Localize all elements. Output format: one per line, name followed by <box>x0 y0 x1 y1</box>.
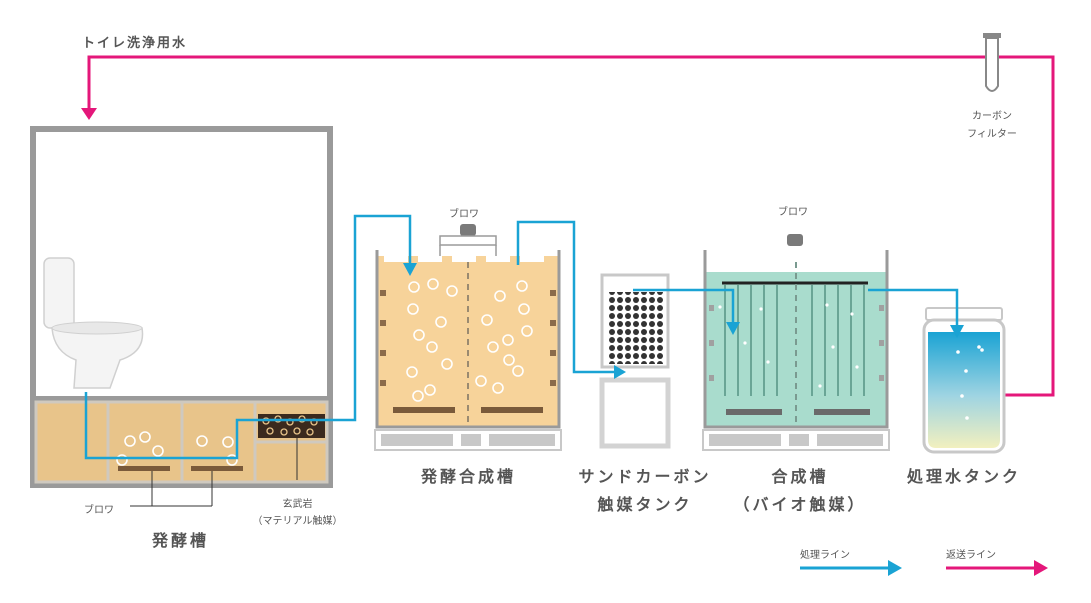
legend-return-label: 返送ライン <box>946 550 996 561</box>
carbon-filter-label-line1: カーボン <box>972 111 1012 122</box>
process-sparkles <box>718 303 984 420</box>
flush-water-label: トイレ洗浄用水 <box>82 36 188 51</box>
treated-water-tank <box>922 307 1006 454</box>
process-line-arrowheads <box>403 263 964 379</box>
fermentation-synthesis-tank <box>374 250 562 451</box>
legend <box>800 560 1048 576</box>
blower-2-label: ブロワ <box>778 207 808 218</box>
synthesis-label-line1: 合成槽 <box>771 467 829 486</box>
blower-leader-lines <box>130 471 213 507</box>
carbon-filter-label: カーボン フィルター <box>952 107 1032 140</box>
basalt-label-line2: （マテリアル触媒） <box>252 516 343 527</box>
fermentation-tank-bubbles <box>116 431 238 466</box>
carbon-filter-label-line2: フィルター <box>967 129 1017 140</box>
return-line <box>87 55 1055 397</box>
basalt-label: 玄武岩 （マテリアル触媒） <box>240 495 355 527</box>
synthesis-tank <box>702 250 890 451</box>
process-line <box>84 214 959 460</box>
treated-water-tank-label: 処理水タンク <box>907 467 1022 486</box>
blower-1-icon <box>439 224 497 256</box>
fermentation-tank-label: 発酵槽 <box>152 531 210 550</box>
return-line-arrowhead <box>81 108 97 120</box>
blower-bottom-label: ブロワ <box>84 505 114 516</box>
sand-carbon-label-line2: 触媒タンク <box>597 495 693 514</box>
blower-2-icon <box>787 234 803 246</box>
sand-carbon-tank <box>599 273 671 449</box>
sand-carbon-tank-label: サンドカーボン 触媒タンク <box>570 463 720 515</box>
toilet-icon <box>43 257 144 389</box>
sand-carbon-label-line1: サンドカーボン <box>578 467 712 486</box>
basalt-label-line1: 玄武岩 <box>282 499 313 510</box>
carbon-filter-icon <box>983 33 1001 92</box>
fermentation-synthesis-tank-label: 発酵合成槽 <box>421 467 517 486</box>
blower-1-label: ブロワ <box>449 209 479 220</box>
diffuser-2 <box>191 466 243 471</box>
diffuser-1 <box>118 466 170 471</box>
basalt-material <box>258 414 325 480</box>
synthesis-tank-label: 合成槽 （バイオ触媒） <box>725 463 875 515</box>
legend-process-label: 処理ライン <box>800 550 850 561</box>
synthesis-label-line2: （バイオ触媒） <box>733 495 867 514</box>
